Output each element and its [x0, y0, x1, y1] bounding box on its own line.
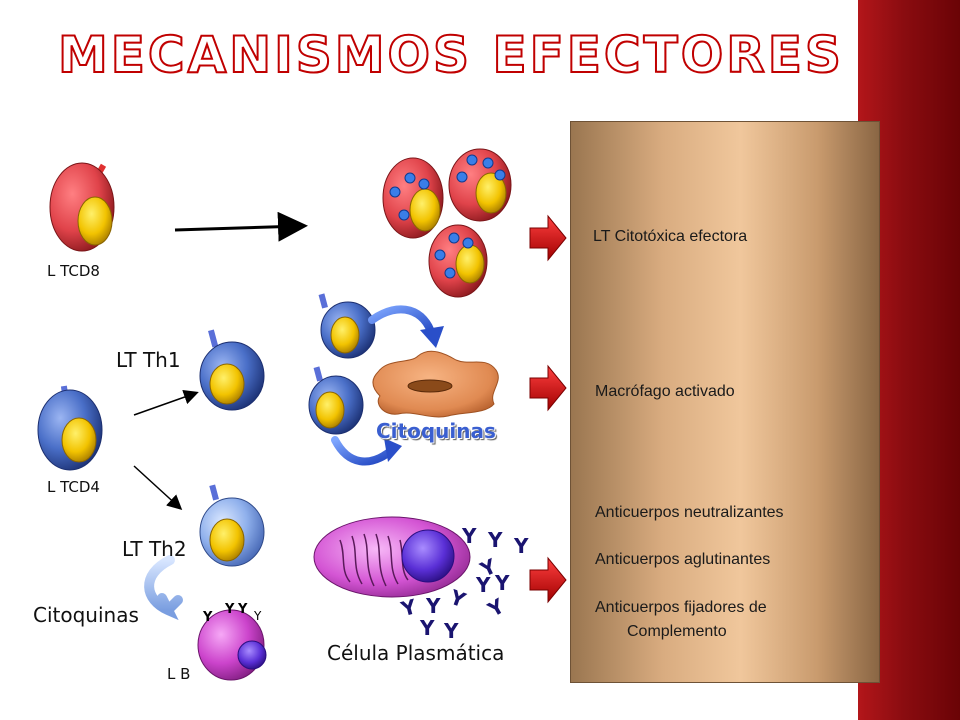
- th1-effector-cell-top: [318, 293, 376, 359]
- label-l-b: L B: [167, 665, 191, 683]
- l-b-cell: Y Y Y Y: [197, 602, 267, 681]
- tcd4-to-th2-arrow: [133, 465, 183, 511]
- cytotoxic-cell-1: [382, 157, 444, 239]
- label-citoquinas-center: Citoquinas: [376, 419, 496, 443]
- label-citoquinas-left: Citoquinas: [33, 603, 139, 627]
- effect-anticuerpos-fijadores-line1: Anticuerpos fijadores de: [595, 599, 767, 616]
- effect-anticuerpos-aglutinantes: Anticuerpos aglutinantes: [595, 551, 771, 568]
- svg-text:Y: Y: [446, 584, 469, 612]
- cytotoxic-cell-2: [448, 148, 512, 222]
- svg-text:Y: Y: [202, 610, 213, 625]
- page-title: MECANISMOS EFECTORES: [57, 26, 844, 84]
- th2-to-lb-curved-arrow: [144, 555, 183, 621]
- svg-text:Y: Y: [487, 528, 503, 552]
- effect-anticuerpos-neutralizantes: Anticuerpos neutralizantes: [595, 504, 784, 521]
- th1-effector-cell-bottom: [308, 366, 364, 435]
- cytotoxic-cell-3: [428, 224, 488, 298]
- tcd4-to-th1-arrow: [133, 389, 199, 416]
- svg-text:Y: Y: [443, 619, 459, 643]
- macrophage: [372, 350, 499, 418]
- label-l-tcd4: L TCD4: [47, 478, 100, 496]
- lt-th1-cell: [199, 329, 265, 411]
- svg-text:Y: Y: [224, 602, 235, 617]
- curved-arrow-bottom-head: [384, 438, 402, 462]
- l-tcd8-cell: [49, 162, 115, 252]
- tcd8-arrow: [174, 211, 308, 242]
- svg-text:Y: Y: [475, 573, 491, 597]
- label-lt-th2: LT Th2: [122, 537, 187, 561]
- svg-text:Y: Y: [425, 594, 441, 618]
- effect-arrow-bottom: [529, 556, 567, 604]
- label-lt-th1: LT Th1: [116, 348, 181, 372]
- curved-arrow-top-head: [420, 326, 444, 348]
- svg-text:Y: Y: [237, 602, 248, 617]
- plasma-cell: [313, 516, 471, 598]
- svg-text:Y: Y: [494, 571, 510, 595]
- effects-panel: LT Citotóxica efectora Macrófago activad…: [570, 121, 880, 683]
- label-l-tcd8: L TCD8: [47, 262, 100, 280]
- svg-text:Y: Y: [419, 616, 435, 640]
- l-tcd4-cell: [37, 385, 103, 471]
- effect-macrofago: Macrófago activado: [595, 383, 735, 400]
- svg-text:Y: Y: [461, 524, 477, 548]
- lt-th2-cell: [199, 484, 265, 567]
- svg-text:Y: Y: [483, 593, 509, 622]
- effect-anticuerpos-fijadores-line2: Complemento: [627, 623, 727, 640]
- effect-arrow-middle: [529, 364, 567, 412]
- svg-text:Y: Y: [513, 534, 529, 558]
- svg-text:Y: Y: [398, 594, 420, 621]
- svg-text:Y: Y: [253, 609, 262, 623]
- label-celula-plasmatica: Célula Plasmática: [327, 641, 505, 665]
- curved-arrow-top: [368, 305, 436, 339]
- curved-arrow-bottom: [331, 436, 396, 466]
- effect-arrow-top: [529, 214, 567, 262]
- effect-citotoxica: LT Citotóxica efectora: [593, 228, 748, 245]
